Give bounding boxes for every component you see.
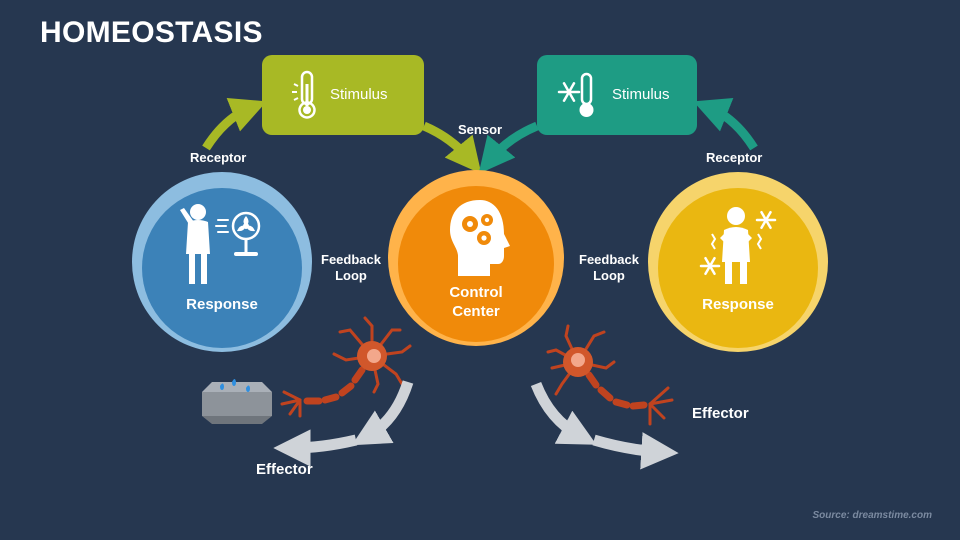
arrow-right-stimulus-to-control	[478, 121, 539, 174]
response-label-right: Response	[702, 296, 774, 313]
skin-tissue-icon	[202, 379, 272, 424]
receptor-label-left: Receptor	[190, 150, 247, 165]
neuron-icon-left	[280, 316, 412, 418]
control-center-label: Control Center	[436, 284, 516, 322]
effector-label-left: Effector	[256, 461, 313, 478]
feedback-loop-label-left: Feedback Loop	[316, 252, 386, 285]
brain-gears-icon	[450, 200, 510, 276]
arrow-left-stimulus-to-control	[422, 121, 482, 174]
hot-thermometer-icon	[292, 70, 316, 119]
cold-thermometer-icon	[557, 72, 594, 117]
effector-arrow-left-b	[273, 429, 358, 467]
response-label-left: Response	[186, 296, 258, 313]
effector-arrow-left-a	[351, 380, 414, 446]
feedback-loop-label-right: Feedback Loop	[574, 252, 644, 285]
feedback-right-line2: Loop	[593, 268, 625, 284]
control-center-line2: Center	[452, 302, 500, 320]
slide-title: HOMEOSTASIS	[40, 16, 263, 49]
shivering-person-icon	[699, 207, 777, 284]
receptor-label-right: Receptor	[706, 150, 763, 165]
stimulus-label-left: Stimulus	[330, 86, 388, 103]
source-credit: Source: dreamstime.com	[812, 510, 933, 521]
feedback-left-line1: Feedback	[321, 252, 381, 267]
fan-person-icon	[180, 204, 261, 284]
control-center-line1: Control	[449, 284, 503, 301]
arrow-right-receptor-to-stimulus	[693, 97, 758, 151]
stimulus-box-right	[537, 55, 697, 135]
stimulus-label-right: Stimulus	[612, 86, 670, 103]
neuron-icon-right	[546, 324, 674, 426]
response-circle-left	[142, 188, 302, 348]
response-circle-right	[658, 188, 818, 348]
effector-arrow-right-b	[592, 432, 679, 470]
feedback-right-line1: Feedback	[579, 252, 639, 267]
effector-arrow-right-a	[530, 381, 597, 445]
feedback-left-line2: Loop	[335, 268, 367, 284]
effector-label-right: Effector	[692, 405, 749, 422]
sensor-label: Sensor	[458, 122, 503, 137]
arrow-left-receptor-to-stimulus	[202, 97, 267, 151]
